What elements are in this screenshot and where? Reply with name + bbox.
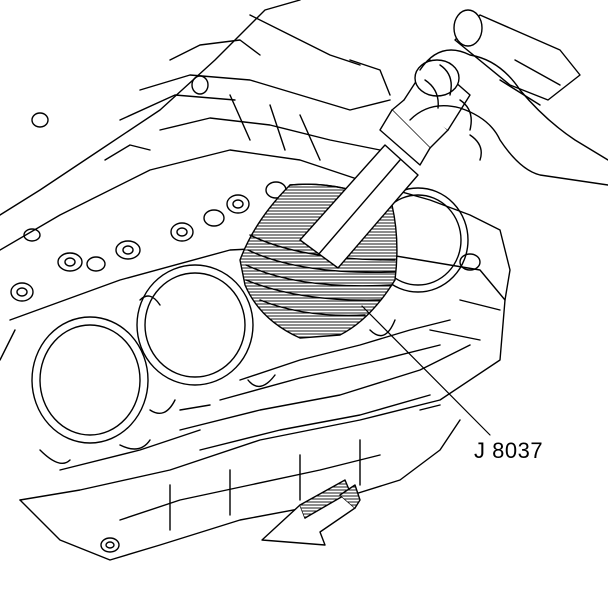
- cylinder-bore-2: [136, 264, 254, 386]
- leader-line: [361, 305, 491, 436]
- tool-label: J 8037: [474, 438, 544, 463]
- cylinder-bore-1: [31, 316, 149, 444]
- hammer-and-hand: [409, 9, 608, 186]
- ring-compressor-tool: [299, 59, 471, 269]
- head-bolt-holes: [10, 75, 481, 553]
- front-arrow-icon: [261, 479, 361, 546]
- cylinder-bores: [31, 187, 469, 464]
